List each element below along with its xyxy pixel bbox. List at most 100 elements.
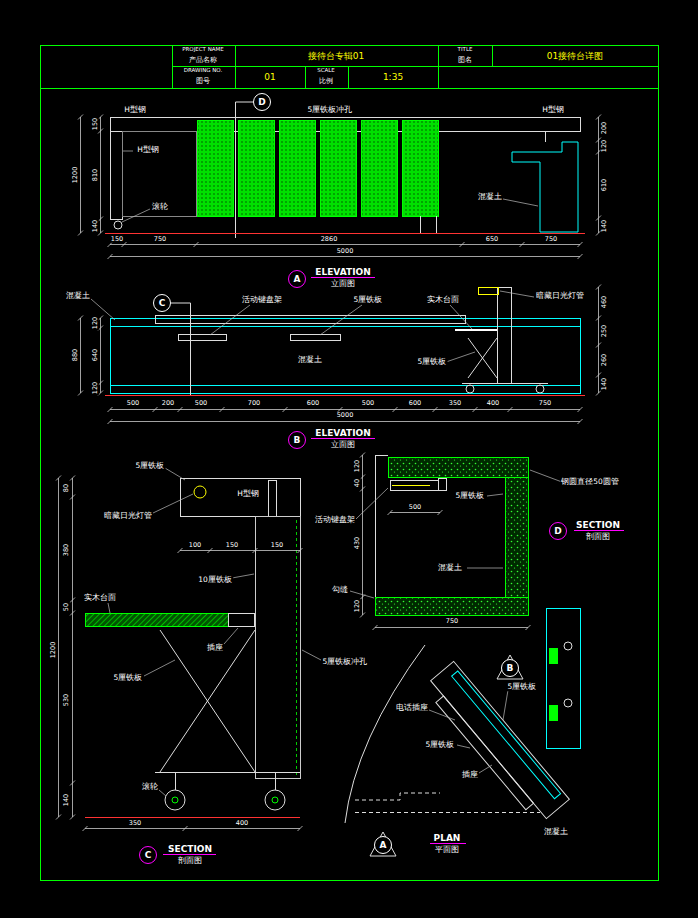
- title-underlines: [163, 278, 624, 855]
- annotation-label: 混凝土: [297, 356, 323, 364]
- view-title: SECTION: [167, 845, 213, 854]
- dimension-line: [298, 548, 303, 553]
- annotation-label: 插座: [206, 644, 224, 652]
- section-cut-marker: D: [253, 93, 271, 111]
- dimension-text: 250: [601, 324, 608, 338]
- dimension-line: [100, 318, 101, 393]
- dimension-line: [178, 548, 183, 553]
- dimension-line: [108, 419, 113, 424]
- dimension-lines: [56, 115, 601, 832]
- dimension-line: [110, 256, 580, 257]
- dimension-line: [520, 242, 525, 247]
- dimension-text: 460: [601, 295, 608, 309]
- dimension-line: [98, 326, 103, 331]
- dimension-text: 120: [92, 316, 99, 330]
- dimension-text: 350: [448, 400, 462, 407]
- annotation-label: 5厘铁板冲孔: [322, 658, 369, 666]
- view-title: 立面图: [330, 280, 356, 288]
- title-block-text: 01: [263, 73, 276, 82]
- dimension-line: [98, 316, 103, 321]
- annotation-label: 混凝土: [437, 564, 463, 572]
- dimension-line: [78, 316, 83, 321]
- dimension-line: [526, 625, 531, 630]
- view-title: 剖面图: [177, 857, 203, 865]
- view-title-circle: C: [139, 846, 157, 864]
- dimension-line: [70, 815, 75, 820]
- annotation-label: 5厘铁板: [135, 462, 166, 470]
- title-block-text: 图名: [457, 57, 473, 64]
- dimension-line: [598, 287, 599, 393]
- dimension-line: [180, 550, 300, 551]
- section-cut-marker: B: [501, 659, 519, 677]
- annotation-label: 实木台面: [426, 296, 460, 304]
- dimension-line: [598, 117, 599, 233]
- dimension-line: [108, 254, 113, 259]
- dimension-text: 500: [408, 504, 422, 511]
- dimension-line: [360, 613, 365, 618]
- dimension-text: 150: [92, 117, 99, 131]
- dimension-line: [373, 625, 378, 630]
- dimension-text: 400: [235, 820, 249, 827]
- dimension-line: [78, 391, 83, 396]
- dimension-text: 140: [63, 793, 70, 807]
- dimension-line: [194, 242, 199, 247]
- dimension-text: 140: [92, 219, 99, 233]
- dimension-text: 400: [486, 400, 500, 407]
- dimension-line: [508, 407, 513, 412]
- dimension-text: 5000: [336, 412, 355, 419]
- marker-letter: B: [507, 664, 514, 673]
- dimension-text: 140: [601, 377, 608, 391]
- dimension-line: [433, 407, 438, 412]
- view-title-circle: D: [549, 522, 567, 540]
- dimension-text: 5000: [336, 248, 355, 255]
- dimension-line: [178, 407, 183, 412]
- annotation-label: H型钢: [123, 106, 147, 114]
- dimension-line: [98, 231, 103, 236]
- dimension-text: 1200: [72, 166, 79, 185]
- dimension-line: [80, 318, 81, 393]
- dimension-line: [70, 495, 75, 500]
- marker-letter: B: [294, 436, 301, 445]
- view-title-circle: A: [288, 270, 306, 288]
- dimension-line: [110, 244, 580, 245]
- dimension-line: [72, 478, 73, 817]
- view-title-circle: B: [288, 431, 306, 449]
- dimension-line: [122, 242, 127, 247]
- dimension-line: [100, 117, 101, 233]
- elevation-b: [105, 288, 585, 397]
- annotation-label: H型钢: [541, 106, 565, 114]
- view-title: PLAN: [433, 834, 462, 843]
- dimension-line: [360, 487, 365, 492]
- dimension-text: 380: [63, 543, 70, 557]
- dimension-text: 530: [63, 693, 70, 707]
- annotation-label: 5厘铁板: [455, 492, 486, 500]
- dimension-line: [98, 217, 103, 222]
- annotation-label: H型钢: [136, 146, 160, 154]
- dimension-line: [153, 407, 158, 412]
- annotation-label: 滚轮: [141, 783, 159, 791]
- dimension-line: [70, 781, 75, 786]
- dimension-line: [578, 242, 583, 247]
- title-block-text: 01接待台详图: [546, 52, 604, 61]
- annotation-label: 活动键盘架: [241, 296, 283, 304]
- dimension-line: [108, 407, 113, 412]
- dimension-text: 500: [126, 400, 140, 407]
- annotation-label: 暗藏日光灯管: [103, 512, 153, 520]
- annotation-label: 活动键盘架: [314, 516, 356, 524]
- marker-letter: D: [554, 527, 561, 536]
- leader-lines: [91, 151, 562, 796]
- dimension-line: [596, 316, 601, 321]
- annotation-label: 混凝土: [477, 193, 503, 201]
- annotation-label: 勾缝: [331, 586, 349, 594]
- annotation-label: 暗藏日光灯管: [535, 292, 585, 300]
- dimension-text: 700: [247, 400, 261, 407]
- dimension-text: 500: [194, 400, 208, 407]
- sheet-frame: [40, 45, 659, 881]
- dimension-text: 2860: [320, 236, 339, 243]
- dimension-text: 150: [225, 542, 239, 549]
- view-title: 立面图: [330, 441, 356, 449]
- dimension-line: [98, 391, 103, 396]
